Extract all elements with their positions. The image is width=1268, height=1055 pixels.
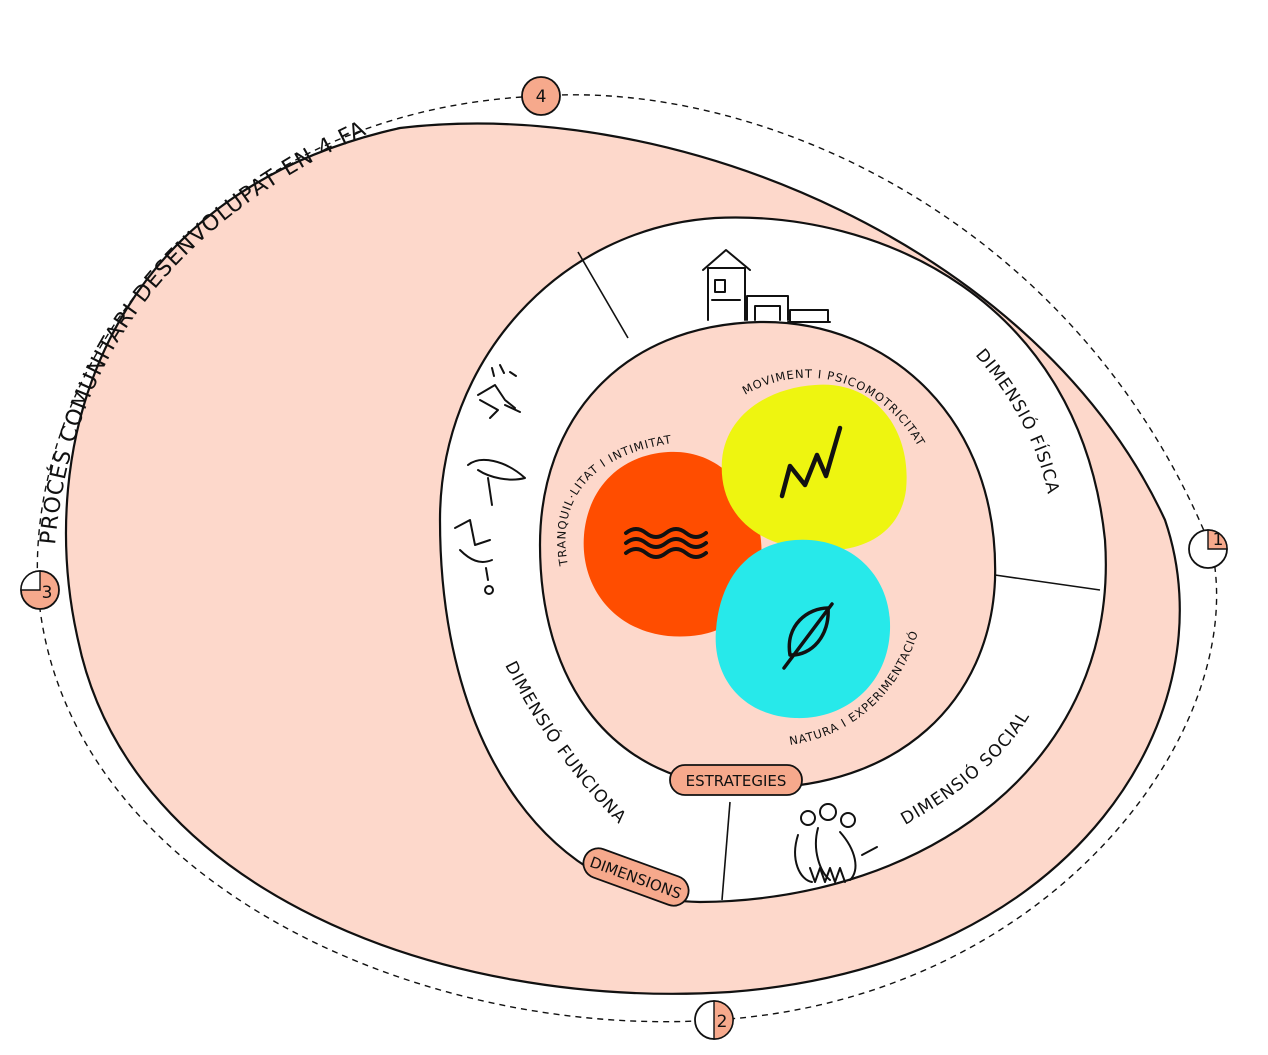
phase-number-2: 2 <box>717 1012 728 1032</box>
strategy-circle-tranquilitat <box>583 451 762 637</box>
phase-number-1: 1 <box>1213 530 1224 550</box>
people-group-icon <box>794 803 878 883</box>
building-blocks-icon <box>702 249 831 323</box>
phase-loop-dashed-line <box>36 94 1218 1023</box>
estrategies-pill-label: ESTRATEGIES <box>686 772 787 790</box>
zigzag-icon <box>779 425 843 499</box>
ring-divider <box>994 574 1101 591</box>
phase-marker-2: 2 <box>694 1000 734 1040</box>
waves-icon <box>624 527 708 559</box>
phase-number-4: 4 <box>536 87 547 107</box>
leaf-icon <box>782 602 834 670</box>
estrategies-pill: ESTRATEGIES <box>669 764 803 796</box>
ring-divider <box>577 251 629 339</box>
figures-icon <box>454 364 526 595</box>
phase-marker-1: 1 <box>1188 529 1228 569</box>
phase-number-3: 3 <box>42 583 53 603</box>
phase-marker-3: 3 <box>20 570 60 610</box>
ring-divider <box>721 801 731 901</box>
phase-marker-4: 4 <box>521 76 561 116</box>
strategy-circle-natura <box>715 539 891 719</box>
